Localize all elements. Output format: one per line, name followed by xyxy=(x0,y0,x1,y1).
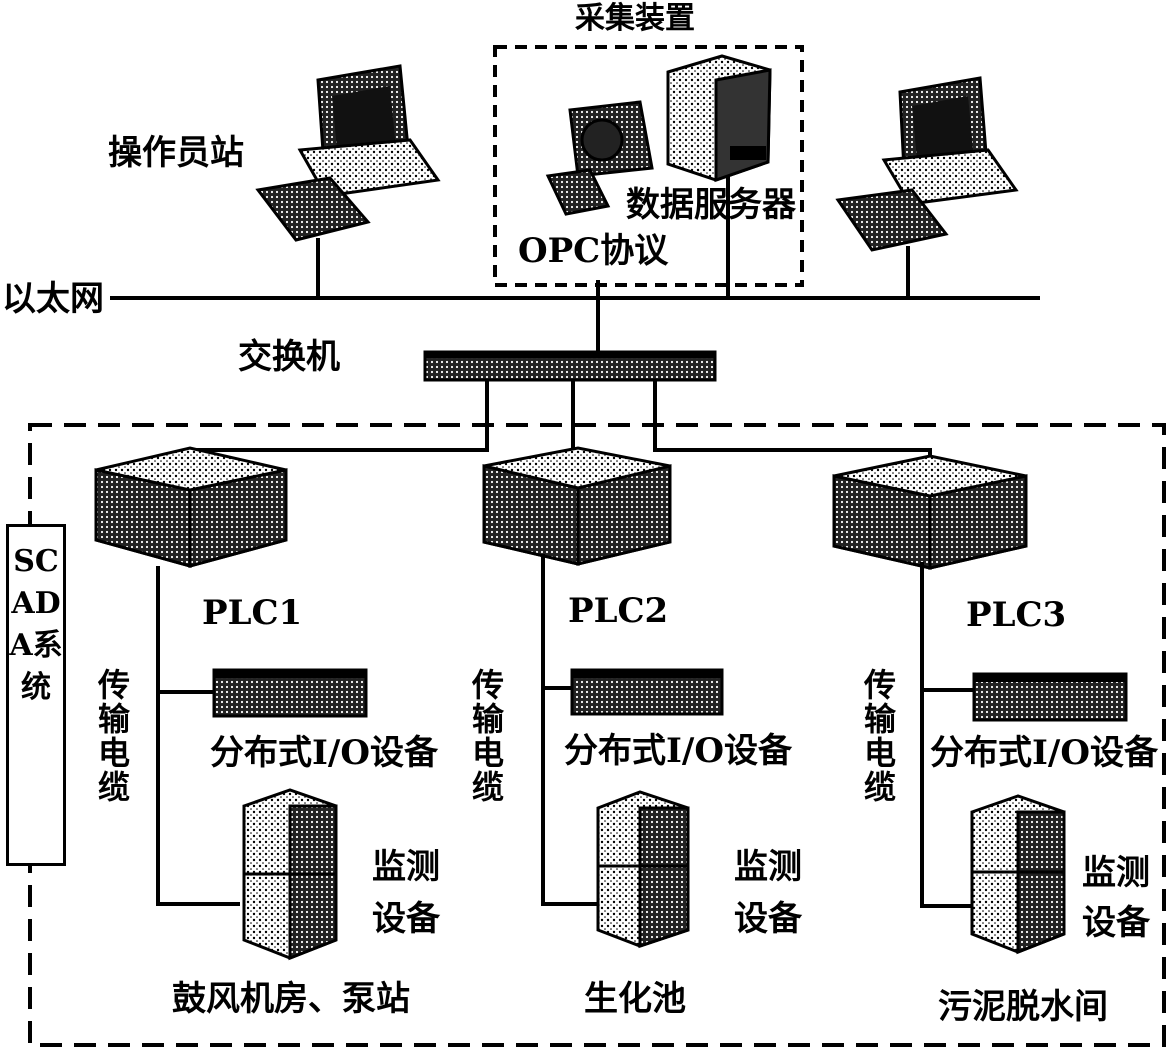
monitor-device-icon xyxy=(970,794,1066,955)
ethernet-label: 以太网 xyxy=(2,279,104,319)
plc3-cable xyxy=(920,562,976,908)
collector-boundary xyxy=(493,45,804,287)
area-label-1: 鼓风机房、泵站 xyxy=(172,979,410,1019)
io-module-icon xyxy=(212,668,368,718)
workstation-icon xyxy=(835,76,1019,252)
monitor-device-icon xyxy=(596,790,690,949)
io-device-label-1: 分布式I/O设备 xyxy=(210,733,438,773)
area-label-2: 生化池 xyxy=(584,979,686,1019)
cable-label-3: 传输电缆 xyxy=(859,668,897,804)
workstation-icon xyxy=(255,64,441,242)
cable-label-1: 传输电缆 xyxy=(93,668,131,804)
server-icon xyxy=(666,54,772,183)
plc1-label: PLC1 xyxy=(202,593,303,633)
monitor-label-1a: 监测 xyxy=(372,847,440,887)
scada-system-label: SCADA系统 xyxy=(9,544,63,705)
io-device-label-2: 分布式I/O设备 xyxy=(564,731,792,771)
plc1-link xyxy=(186,380,489,458)
monitor-label-3b: 设备 xyxy=(1082,903,1150,943)
switch-icon xyxy=(423,350,717,382)
data-server-label: 数据服务器 xyxy=(626,185,796,225)
monitor-label-2a: 监测 xyxy=(734,847,802,887)
io-module-icon xyxy=(972,672,1128,722)
plc1-cable xyxy=(156,566,240,906)
cable-label-2: 传输电缆 xyxy=(467,668,505,804)
plc-icon xyxy=(832,454,1028,570)
io-module-icon xyxy=(570,668,724,716)
switch-label: 交换机 xyxy=(238,337,340,377)
monitor-label-3a: 监测 xyxy=(1082,853,1150,893)
monitor-label-2b: 设备 xyxy=(734,899,802,939)
area-label-3: 污泥脱水间 xyxy=(938,987,1108,1027)
plc3-label: PLC3 xyxy=(966,595,1067,635)
collector-label: 采集装置 xyxy=(575,1,695,36)
plc3-link xyxy=(653,380,932,462)
plc-icon xyxy=(482,446,672,566)
plc-icon xyxy=(94,446,288,568)
plc2-label: PLC2 xyxy=(568,591,669,631)
opc-protocol-label: OPC协议 xyxy=(518,231,669,271)
plc2-cable xyxy=(541,554,600,906)
monitor-label-1b: 设备 xyxy=(372,899,440,939)
scada-system-box: SCADA系统 xyxy=(6,524,66,866)
operator-station-label: 操作员站 xyxy=(108,133,244,173)
monitor-device-icon xyxy=(242,788,338,961)
io-device-label-3: 分布式I/O设备 xyxy=(930,733,1158,773)
workstation-icon xyxy=(545,100,654,216)
